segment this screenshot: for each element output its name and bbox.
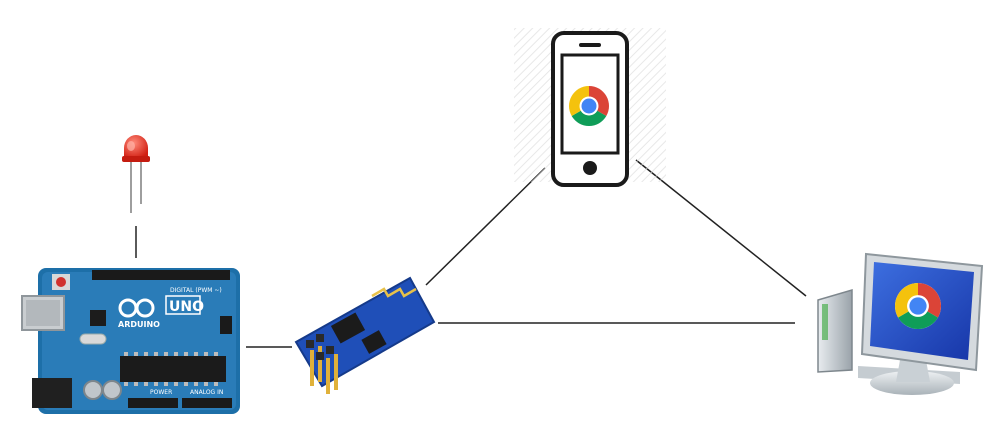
connections (135, 159, 807, 348)
power-header (128, 398, 178, 408)
capacitor (102, 380, 122, 400)
esp-main-chip (330, 312, 366, 344)
power-header-label: POWER (150, 389, 172, 396)
power-jack (32, 378, 72, 408)
usb-chip (90, 310, 106, 326)
chrome-icon (895, 283, 941, 329)
red-led-icon (122, 135, 150, 213)
connection-smartphone-desktop (635, 159, 807, 297)
arduino-uno-board-icon: DIGITAL (PWM ~) ARDUINO UNO POWER ANALOG… (21, 268, 240, 414)
phone-home-button (583, 161, 597, 175)
digital-header (92, 270, 230, 280)
capacitor (83, 380, 103, 400)
digital-header-label: DIGITAL (PWM ~) (170, 287, 222, 294)
monitor-stand (870, 371, 954, 395)
analog-header-label: ANALOG IN (190, 389, 223, 396)
desktop-computer-chrome-icon (817, 252, 984, 395)
smartphone-chrome-icon (514, 28, 666, 187)
arduino-logo-text: ARDUINO (118, 320, 160, 329)
esp8266-wifi-module-icon (294, 276, 436, 394)
chrome-icon (569, 86, 609, 126)
connection-esp8266-smartphone (425, 167, 546, 286)
esp-flash-chip (361, 330, 387, 354)
atmega-chip (120, 356, 226, 382)
arduino-logo-icon (118, 298, 155, 318)
analog-header (182, 398, 232, 408)
crystal (79, 333, 107, 345)
uno-label: UNO (169, 299, 204, 315)
